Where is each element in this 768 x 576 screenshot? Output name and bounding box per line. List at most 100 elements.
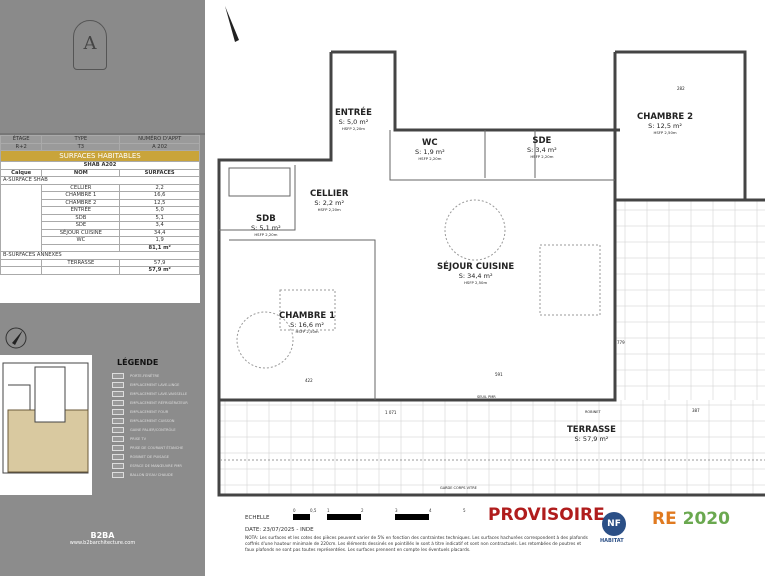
col-nom: NOM [41,168,121,177]
text: ESPACE DE MANŒUVRE PMR [130,463,182,468]
text: HSFP 2,20m [530,154,554,159]
partition [229,239,376,400]
legend-symbol-icon [112,408,124,415]
legend-item: BALLON D'EAU CHAUDE [112,471,204,478]
partition [389,130,615,181]
text: CHAMBRE 1 [41,191,121,200]
annotation: SEUIL PMR [477,395,496,399]
col-calque: Calque [0,168,43,177]
scale-segment [293,514,310,520]
bed [279,289,336,331]
text: 81,1 m² [119,243,200,252]
text: BALLON D'EAU CHAUDE [130,472,174,477]
bathtub [228,167,291,197]
legend-symbol-icon [112,426,124,433]
text: EMPLACEMENT LAVE-VAISSELLE [130,391,188,396]
architect-logo: A [73,20,107,70]
scale-tick: 1 [327,508,330,513]
terrace-paving [219,200,765,495]
legend-item: GAINE PALIER/CONTRÔLE [112,426,204,433]
col-type: TYPE [41,135,121,144]
legend-symbol-icon [112,390,124,397]
text: S: 12,5 m² [648,122,682,130]
scale-segment [395,514,429,520]
brand-name: B2BA [90,531,115,540]
legend-item: ROBINET DE PUISAGE [112,453,204,460]
scale-tick: 4 [429,508,432,513]
table-outline [444,199,506,261]
dimension: 591 [495,372,503,377]
text: ENTRÉE [41,206,121,215]
scale-tick: 0,5 [310,508,317,513]
text: 57,9 [119,258,200,267]
compass-icon [225,6,239,42]
text: 16,6 [119,191,200,200]
scale-segment [327,514,361,520]
text: 2,2 [119,183,200,192]
legend-symbol-icon [112,417,124,424]
legend-symbol-icon [112,462,124,469]
scale-label: ECHELLE [245,515,270,521]
provisional-stamp: PROVISOIRE [488,505,605,525]
text: 5,1 [119,213,200,222]
date: DATE: 23/07/2025 - INDE [245,527,314,533]
re2020-logo: RE 2020 [652,509,730,529]
legend-symbol-icon [112,381,124,388]
brand-url[interactable]: www.b2barchitecture.com [69,540,136,546]
nf-habitat-label: HABITAT [600,538,624,544]
legend-symbol-icon [112,372,124,379]
text: 1,9 [119,236,200,245]
text: 57,9 m² [119,266,200,275]
logo-area: A [0,0,205,135]
north-arrow-icon [5,327,27,349]
building-key-plan [0,355,92,495]
text: HSFP 2,50m [653,130,677,135]
col-etage: ÉTAGE [0,135,43,144]
text: ENTRÉE [335,108,372,118]
text: S: 2,2 m² [314,199,345,207]
annotation: ROBINET [585,410,601,414]
col-surfaces: SURFACES [119,168,200,177]
type-value: T3 [41,142,121,151]
text: WC [422,138,438,148]
text: 34,4 [119,228,200,237]
walls [217,50,765,497]
text: SDB [41,213,121,222]
text: 2020 [682,509,730,529]
text: S: 3,4 m² [527,146,557,154]
text: 5,0 [119,206,200,215]
legend-item: PORTE-FENÊTRE [112,372,204,379]
legend-symbol-icon [112,444,124,451]
etage-value: R+2 [0,142,43,151]
text: SDE [532,136,552,146]
text: WC [41,236,121,245]
text: S: 34,4 m² [458,272,493,280]
legend-symbol-icon [112,399,124,406]
text: SDB [256,214,276,224]
text: CHAMBRE 2 [41,198,121,207]
text: EMPLACEMENT LAVE-LINGE [130,382,180,387]
col-numero: NUMÉRO D'APPT [119,135,200,144]
legend-item: EMPLACEMENT LAVE-VAISSELLE [112,390,204,397]
legend-item: EMPLACEMENT FOUR [112,408,204,415]
group-b: B-SURFACES ANNEXES [0,251,200,260]
scale-tick: 2 [361,508,364,513]
legend-item: PRISE TV [112,435,204,442]
text: CELLIER [310,189,349,199]
legend-symbol-icon [112,453,124,460]
text: S: 57,9 m² [574,435,609,443]
legend-item: EMPLACEMENT RÉFRIGÉRATEUR [112,399,204,406]
partition [219,165,296,231]
